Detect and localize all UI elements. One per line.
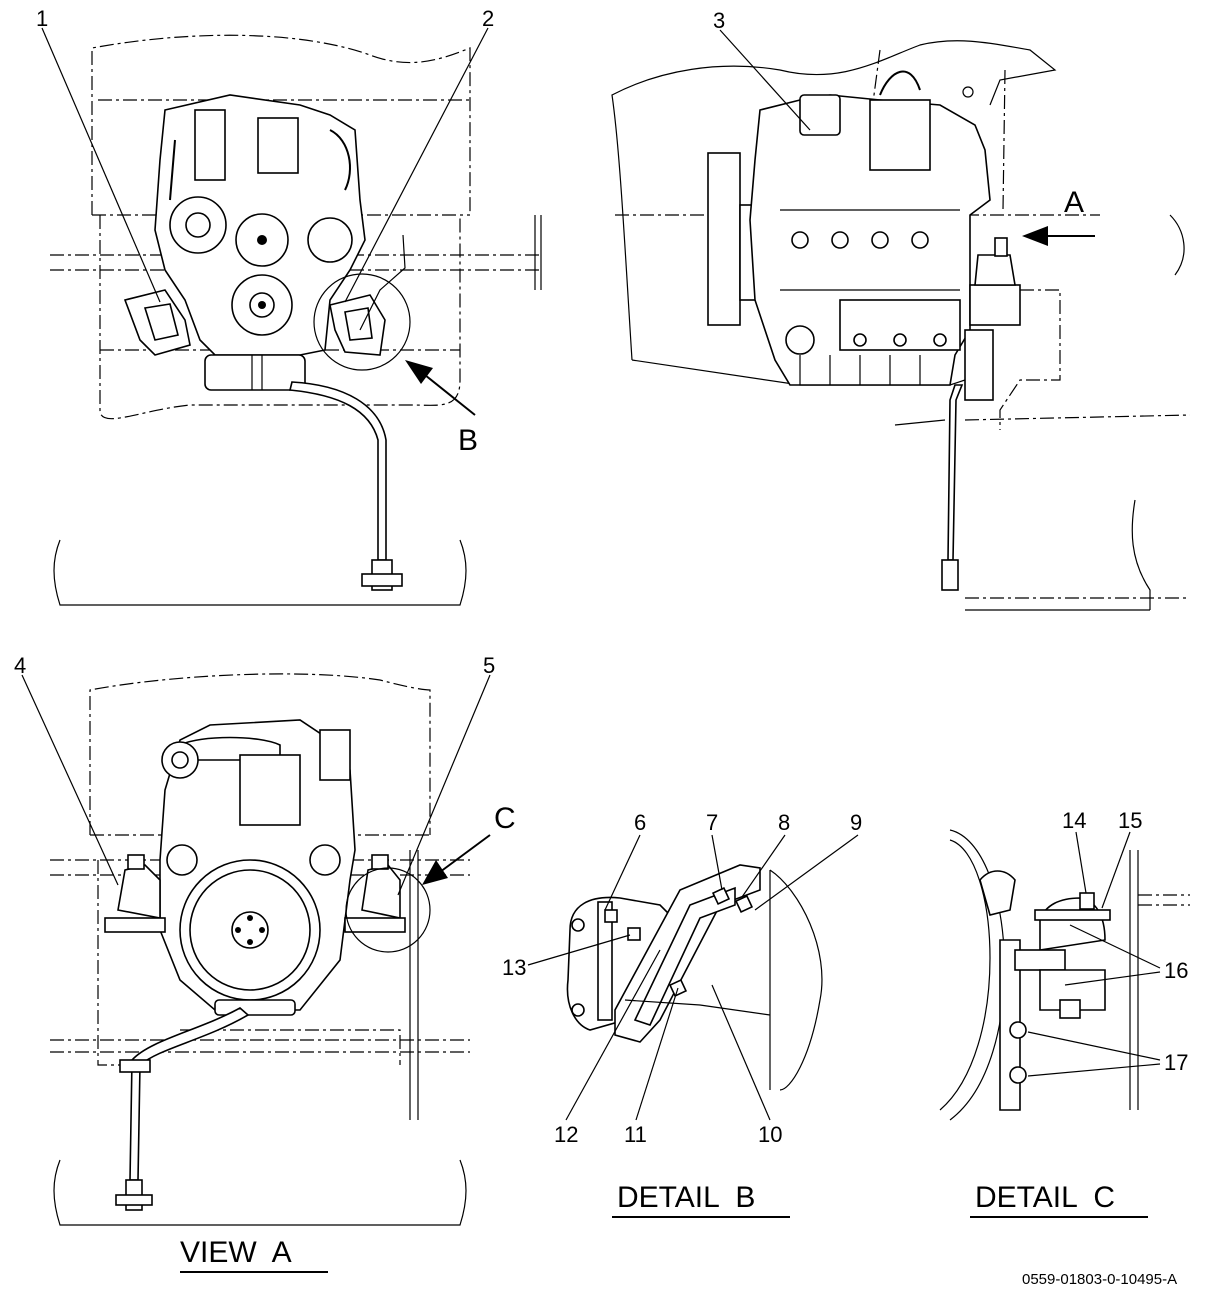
view-a-mount-right (344, 854, 406, 933)
side-view-cable (947, 384, 964, 561)
caption-detail-c: DETAIL C (975, 1181, 1115, 1214)
view-a-mount-left (104, 854, 166, 933)
view-letter-b: B (458, 424, 478, 457)
front-view-mount-right (329, 294, 386, 356)
callout-14: 14 (1062, 808, 1086, 833)
callout-8: 8 (778, 810, 790, 835)
detail-b-arrow (405, 360, 433, 384)
view-a-cable (129, 1007, 250, 1181)
engine-front (154, 94, 366, 391)
callout-2: 2 (482, 6, 494, 31)
callout-15: 15 (1118, 808, 1142, 833)
callout-9: 9 (850, 810, 862, 835)
callout-16: 16 (1164, 958, 1188, 983)
detail-c-mount (1009, 892, 1111, 1084)
detail-c-circle (345, 867, 431, 953)
callout-12: 12 (554, 1122, 578, 1147)
detail-b-circle (313, 273, 411, 371)
detail-c-arrow (422, 860, 448, 885)
callout-17: 17 (1164, 1050, 1188, 1075)
callout-7: 7 (706, 810, 718, 835)
view-letter-a: A (1064, 186, 1084, 219)
detail-b-mount (604, 864, 771, 1043)
callout-5: 5 (483, 653, 495, 678)
front-view-cable (288, 381, 387, 561)
callout-13: 13 (502, 955, 526, 980)
view-letter-c: C (494, 802, 516, 835)
detail-b (566, 864, 823, 1091)
document-number: 0559-01803-0-10495-A (1022, 1271, 1177, 1288)
leader-lines (21, 27, 1161, 1121)
front-view (50, 34, 542, 606)
callout-10: 10 (758, 1122, 782, 1147)
engine-rear (159, 719, 356, 1016)
detail-c (939, 829, 1190, 1121)
callout-11: 11 (624, 1122, 647, 1147)
callout-6: 6 (634, 810, 646, 835)
callout-1: 1 (36, 6, 48, 31)
view-a-arrow (1022, 226, 1095, 246)
callout-4: 4 (14, 653, 26, 678)
caption-detail-b: DETAIL B (617, 1181, 755, 1214)
view-a (50, 673, 470, 1226)
callout-3: 3 (713, 8, 725, 33)
caption-view-a: VIEW A (180, 1236, 292, 1269)
front-view-mount-left (123, 289, 191, 356)
engine-side (707, 70, 1021, 401)
side-view (611, 40, 1191, 611)
